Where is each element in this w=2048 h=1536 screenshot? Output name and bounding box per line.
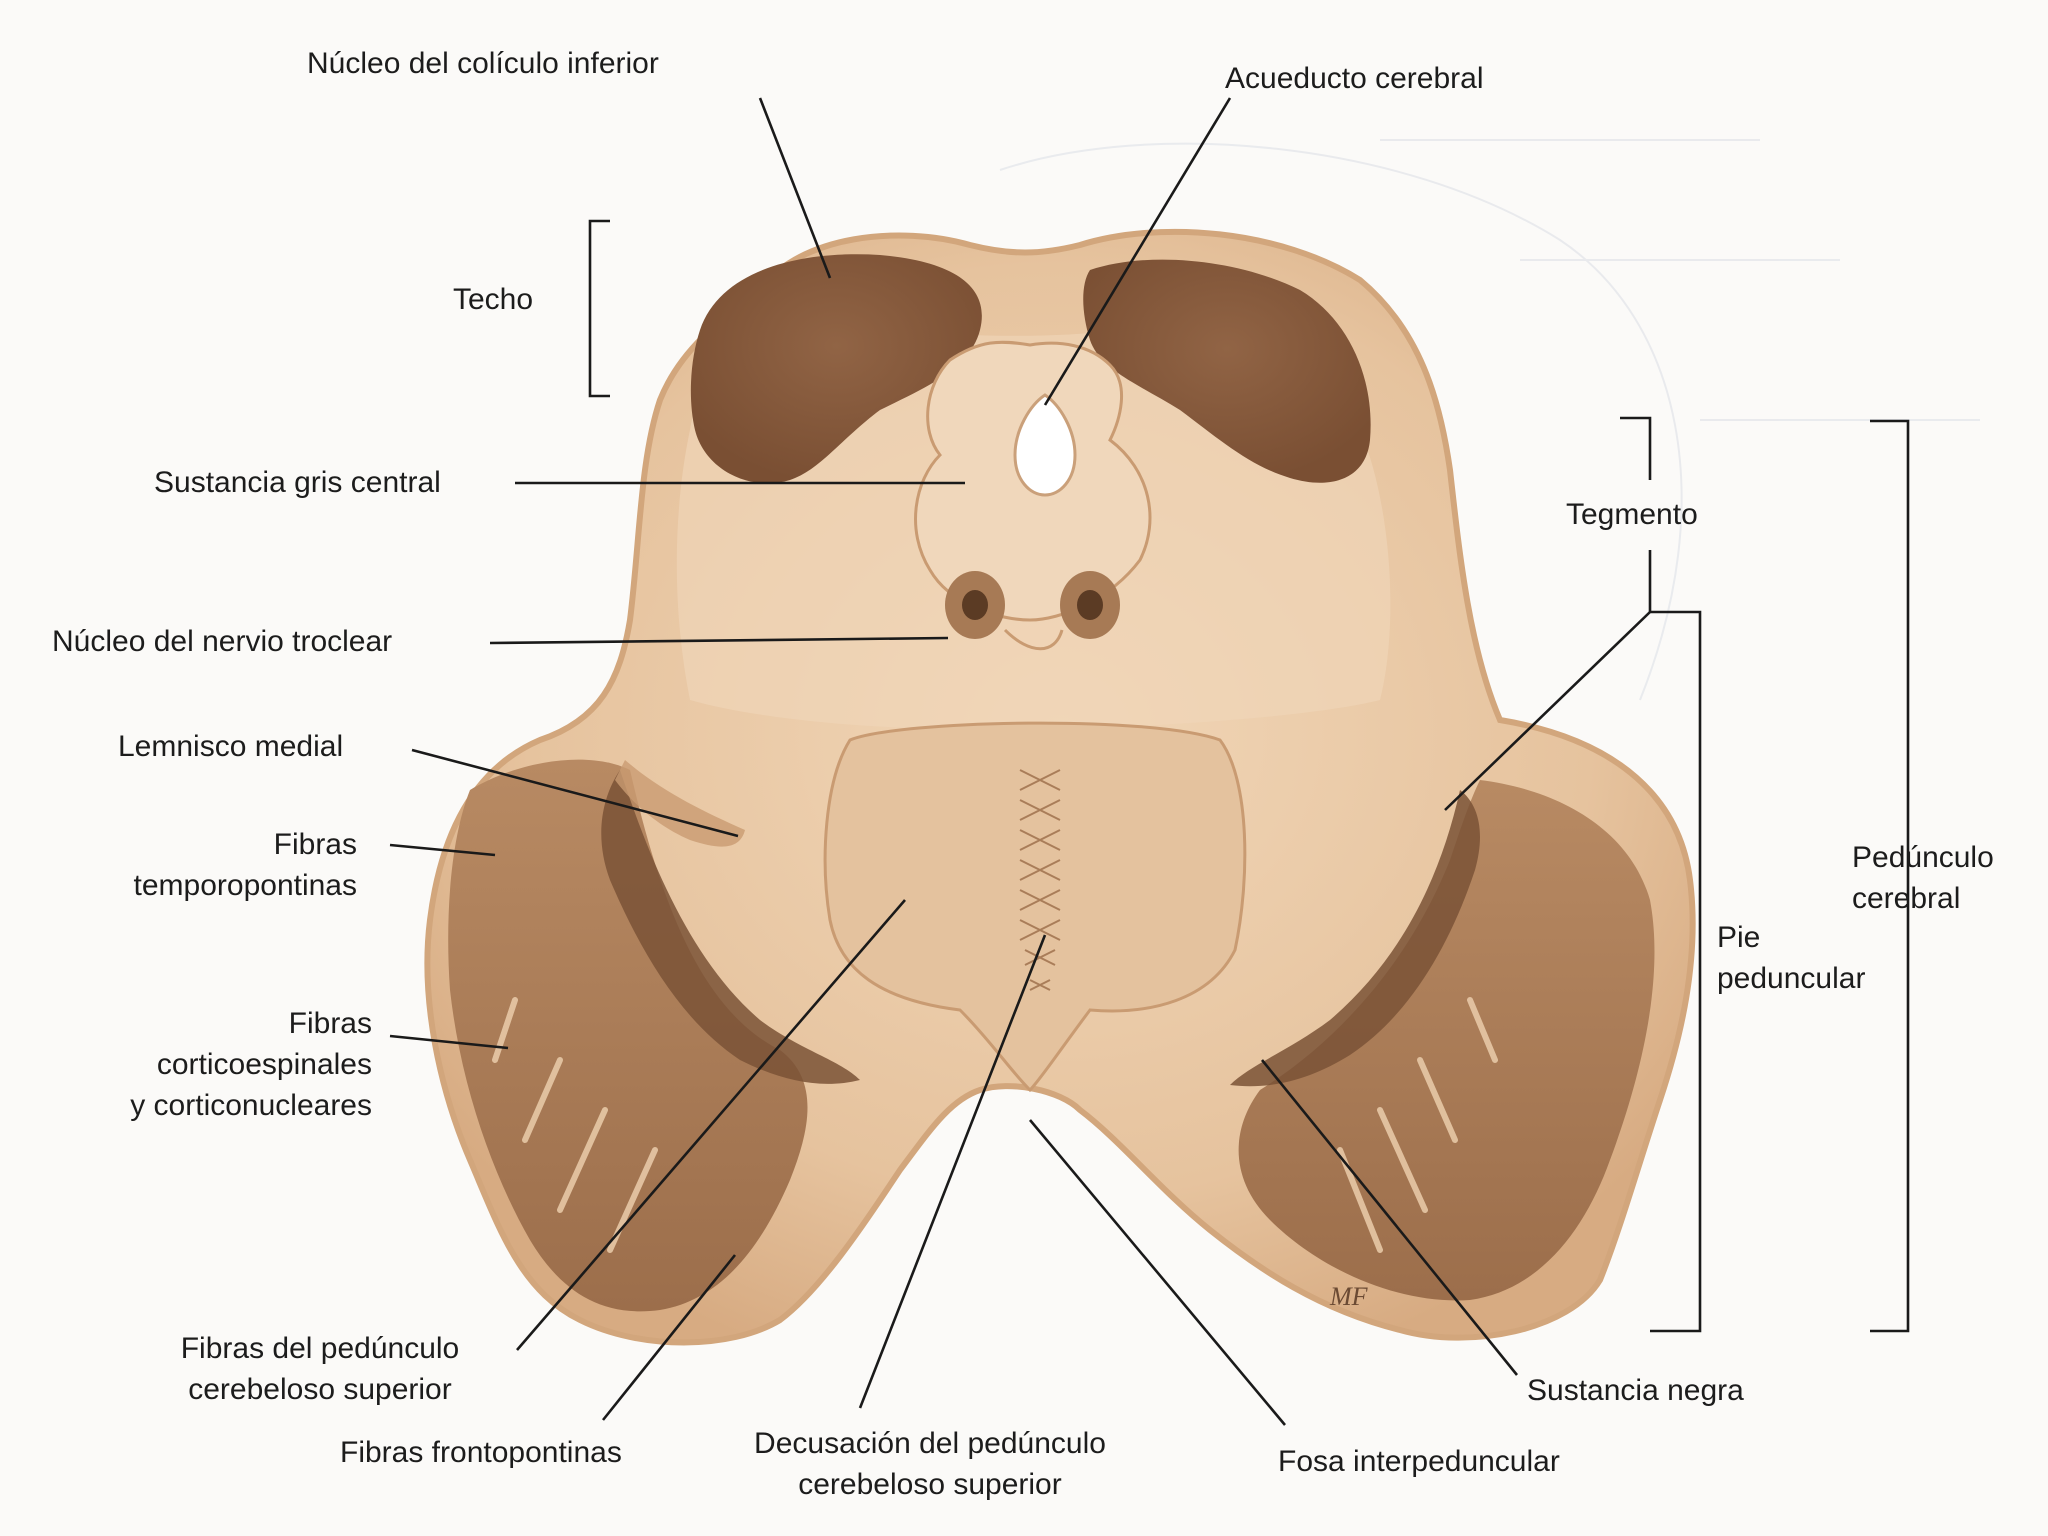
leader-lines <box>389 97 1910 1426</box>
bracket-techo <box>588 219 610 398</box>
label-nucleo-nervio-troclear: Núcleo del nervio troclear <box>52 625 393 658</box>
label-decusacion-line1: Decusación del pedúnculo <box>754 1427 1106 1460</box>
label-fibras-corticoespinales-line3: y corticonucleares <box>130 1089 372 1122</box>
left-inferior-colliculus <box>690 254 982 484</box>
leader-acueducto <box>1043 97 1232 406</box>
label-fosa-interpeduncular: Fosa interpeduncular <box>1278 1445 1560 1478</box>
label-pie-peduncular-line1: Pie <box>1717 921 1761 954</box>
leader-pie <box>1444 611 1651 811</box>
label-pedunculo-cerebral-line2: cerebral <box>1852 882 1961 915</box>
superior-cerebellar-peduncle-decussation <box>823 721 1247 1093</box>
right-crus-cerebri <box>1238 780 1655 1301</box>
bracket-pie <box>1650 610 1702 1333</box>
label-fibras-pedunculo-sup-line1: Fibras del pedúnculo <box>180 1332 460 1365</box>
leader-corticoespinales <box>389 1034 509 1050</box>
leader-nucleo-coliculo <box>758 97 832 279</box>
leader-temporopontinas <box>389 843 496 857</box>
leader-pedunculo-sup <box>516 899 906 1351</box>
label-fibras-frontopontinas: Fibras frontopontinas <box>340 1436 622 1469</box>
peduncle-fiber-streaks <box>492 997 1498 1253</box>
left-crus-cerebri <box>448 759 808 1312</box>
bracket-pedunculo <box>1870 419 1910 1333</box>
decussation-hatching <box>1019 769 1061 991</box>
label-fibras-corticoespinales-line2: corticoespinales <box>156 1048 372 1081</box>
background-ghost <box>999 139 1980 701</box>
label-fibras-temporopontinas-line2: temporopontinas <box>133 869 357 902</box>
leader-lemnisco <box>411 748 739 838</box>
leader-frontopontinas <box>601 1254 737 1421</box>
label-pedunculo-cerebral-line1: Pedúnculo <box>1852 841 1994 874</box>
label-sustancia-negra: Sustancia negra <box>1527 1374 1744 1407</box>
label-acueducto-cerebral: Acueducto cerebral <box>1225 62 1484 95</box>
bracket-tegmento <box>1620 416 1652 480</box>
label-nucleo-coliculo-inferior: Núcleo del colículo inferior <box>307 47 659 80</box>
left-substantia-nigra <box>601 770 860 1084</box>
leader-decusacion <box>858 934 1047 1409</box>
label-sustancia-gris-central: Sustancia gris central <box>154 466 441 499</box>
leader-nucleo-troclear <box>489 636 949 645</box>
label-fibras-corticoespinales-line1: Fibras <box>288 1007 372 1040</box>
medial-lemniscus-band <box>615 760 745 847</box>
trochlear-nuclei <box>945 571 1120 651</box>
label-lemnisco-medial: Lemnisco medial <box>118 730 344 763</box>
label-decusacion-line2: cerebeloso superior <box>798 1468 1062 1501</box>
label-fibras-pedunculo-sup-line2: cerebeloso superior <box>188 1373 452 1406</box>
leader-fosa <box>1029 1119 1286 1426</box>
right-inferior-colliculus <box>1083 259 1371 483</box>
label-pie-peduncular-line2: peduncular <box>1717 962 1866 995</box>
artist-signature: MF <box>1329 1282 1369 1311</box>
leader-sustancia-negra <box>1260 1059 1519 1376</box>
label-techo: Techo <box>453 283 534 316</box>
label-fibras-temporopontinas-line1: Fibras <box>273 828 357 861</box>
label-tegmento: Tegmento <box>1566 498 1698 531</box>
cerebral-aqueduct <box>1013 393 1077 497</box>
right-substantia-nigra <box>1230 790 1480 1087</box>
